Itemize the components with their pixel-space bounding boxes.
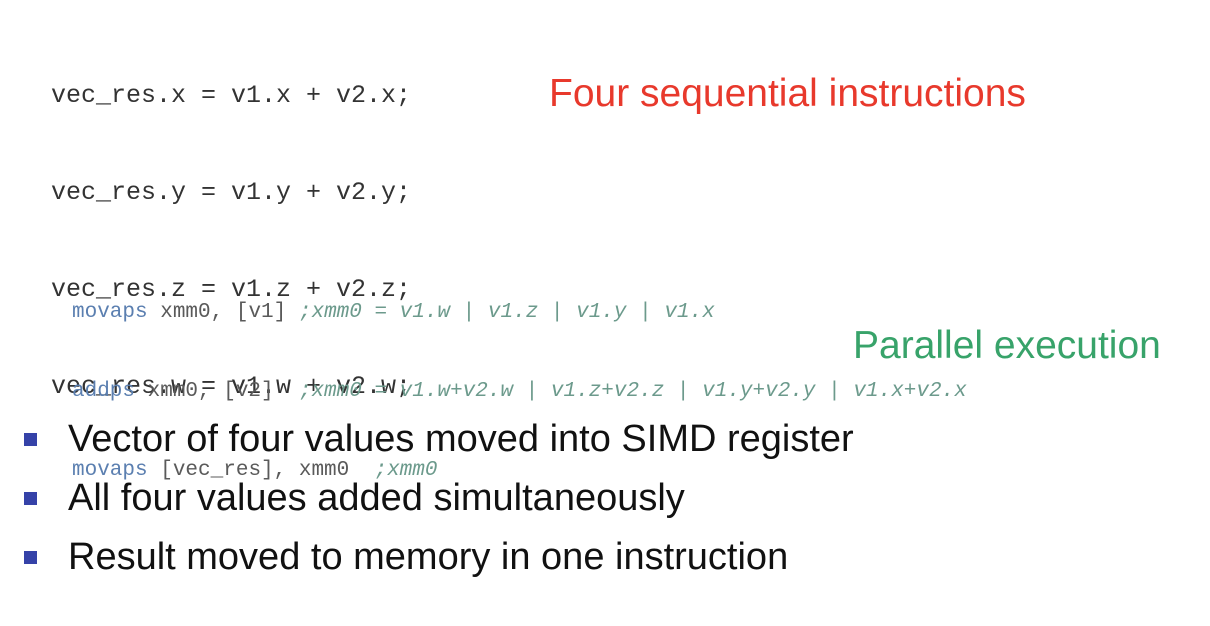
asm-instruction: movaps — [72, 459, 148, 482]
bullet-text: All four values added simultaneously — [68, 477, 685, 519]
asm-line: addps xmm0, [v2] ;xmm0 = v1.w+v2.w | v1.… — [72, 375, 967, 408]
list-item: Result moved to memory in one instructio… — [24, 528, 854, 587]
simd-code-block: movaps xmm0, [v1] ;xmm0 = v1.w | v1.z | … — [72, 250, 967, 510]
sequential-caption: Four sequential instructions — [549, 72, 1026, 115]
square-bullet-icon — [24, 492, 37, 505]
asm-operands: [vec_res], xmm0 — [147, 459, 375, 482]
asm-line: movaps [vec_res], xmm0 ;xmm0 — [72, 454, 967, 487]
code-line: vec_res.y = v1.y + v2.y; — [51, 178, 412, 207]
code-line: vec_res.w = v1.w + v2.w; — [51, 372, 412, 401]
asm-operands: xmm0, [v2] — [135, 380, 299, 403]
bullet-list: Vector of four values moved into SIMD re… — [24, 410, 854, 587]
asm-line: movaps xmm0, [v1] ;xmm0 = v1.w | v1.z | … — [72, 296, 967, 329]
parallel-caption: Parallel execution — [853, 324, 1161, 367]
asm-comment: ;xmm0 = v1.w+v2.w | v1.z+v2.z | v1.y+v2.… — [298, 380, 967, 403]
asm-instruction: addps — [72, 380, 136, 403]
asm-comment: ;xmm0 = v1.w | v1.z | v1.y | v1.x — [298, 301, 715, 324]
bullet-text: Vector of four values moved into SIMD re… — [68, 418, 854, 460]
asm-instruction: movaps — [72, 301, 148, 324]
asm-operands: xmm0, [v1] — [147, 301, 299, 324]
square-bullet-icon — [24, 551, 37, 564]
asm-comment: ;xmm0 — [374, 459, 438, 482]
sequential-code-block: vec_res.x = v1.x + v2.x; vec_res.y = v1.… — [51, 18, 411, 435]
bullet-text: Result moved to memory in one instructio… — [68, 536, 789, 578]
square-bullet-icon — [24, 433, 37, 446]
list-item: Vector of four values moved into SIMD re… — [24, 410, 854, 469]
list-item: All four values added simultaneously — [24, 469, 854, 528]
code-line: vec_res.x = v1.x + v2.x; — [51, 81, 412, 110]
code-line: vec_res.z = v1.z + v2.z; — [51, 275, 412, 304]
